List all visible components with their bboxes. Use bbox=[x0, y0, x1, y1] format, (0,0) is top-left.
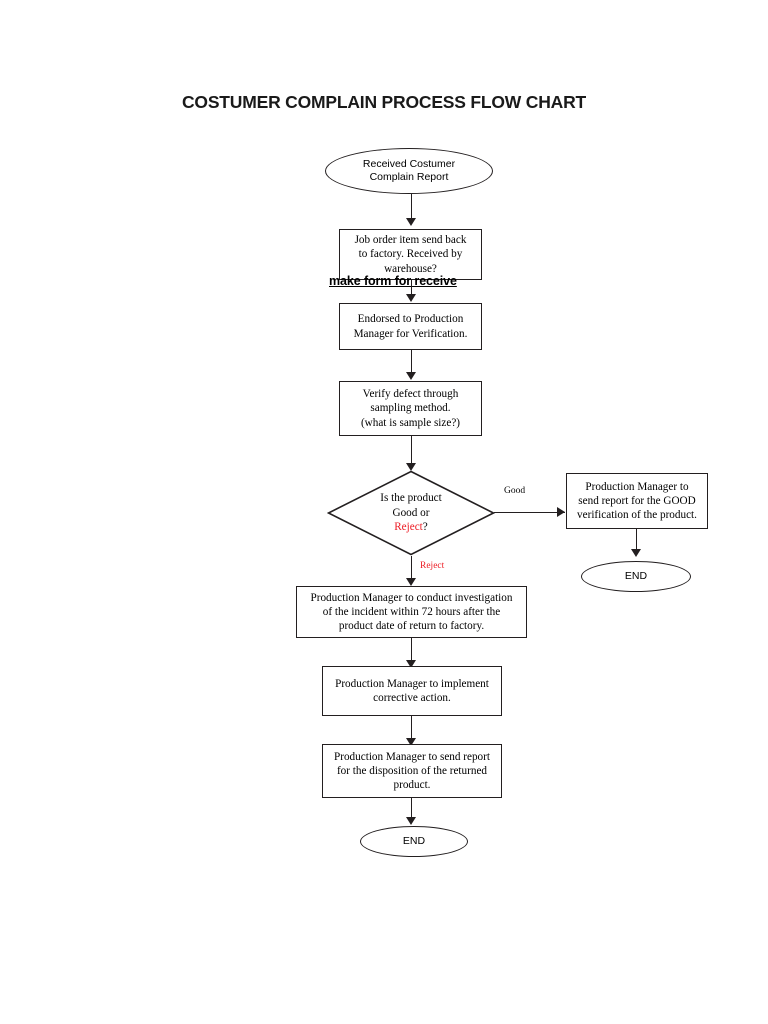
connector-investigation-to-corrective bbox=[411, 638, 413, 666]
arrowhead-investigation-to-corrective bbox=[406, 660, 416, 668]
decision-label-reject: Reject bbox=[394, 521, 423, 534]
arrowhead-verify-to-decision bbox=[406, 463, 416, 471]
node-decision-label-group: Is the product Good or Reject? bbox=[327, 470, 495, 556]
page-title: COSTUMER COMPLAIN PROCESS FLOW CHART bbox=[181, 92, 587, 112]
node-start-received-complain[interactable]: Received Costumer Complain Report bbox=[325, 148, 493, 194]
diamond-shape bbox=[327, 470, 495, 556]
node-end-good[interactable]: END bbox=[581, 561, 691, 592]
node-disposition-label: Production Manager to send report for th… bbox=[334, 750, 490, 792]
node-good-report-label: Production Manager to send report for th… bbox=[577, 480, 697, 522]
connector-start-to-joborder bbox=[411, 194, 413, 220]
node-conduct-investigation[interactable]: Production Manager to conduct investigat… bbox=[296, 586, 527, 638]
decision-label-line2: Good or bbox=[392, 506, 430, 519]
arrowhead-goodreport-to-end bbox=[631, 549, 641, 557]
annotation-make-form-for-receive: make form for receive bbox=[329, 274, 457, 288]
node-start-label: Received Costumer Complain Report bbox=[362, 157, 456, 183]
decision-label-line3: Reject? bbox=[394, 520, 428, 535]
edge-label-reject: Reject bbox=[420, 561, 445, 571]
node-decision-good-or-reject[interactable]: Is the product Good or Reject? bbox=[327, 470, 495, 556]
arrowhead-endorsed-to-verify bbox=[406, 372, 416, 380]
connector-corrective-to-disposition bbox=[411, 716, 413, 744]
node-investigation-label: Production Manager to conduct investigat… bbox=[310, 591, 513, 633]
node-good-verification-report[interactable]: Production Manager to send report for th… bbox=[566, 473, 708, 529]
arrowhead-decision-to-investigation bbox=[406, 578, 416, 586]
arrowhead-start-to-joborder bbox=[406, 218, 416, 226]
node-verify-label: Verify defect through sampling method. (… bbox=[360, 388, 461, 429]
node-endorsed-to-production-manager[interactable]: Endorsed to Production Manager for Verif… bbox=[339, 303, 482, 350]
node-end-reject-label: END bbox=[402, 834, 426, 847]
node-disposition-report[interactable]: Production Manager to send report for th… bbox=[322, 744, 502, 798]
arrowhead-joborder-to-endorsed bbox=[406, 294, 416, 302]
node-implement-corrective-action[interactable]: Production Manager to implement correcti… bbox=[322, 666, 502, 716]
node-job-order-received[interactable]: Job order item send back to factory. Rec… bbox=[339, 229, 482, 280]
arrowhead-disposition-to-end bbox=[406, 817, 416, 825]
node-corrective-label: Production Manager to implement correcti… bbox=[335, 677, 489, 704]
connector-decision-to-investigation bbox=[411, 556, 413, 584]
node-endorsed-label: Endorsed to Production Manager for Verif… bbox=[353, 313, 468, 340]
connector-decision-to-goodreport bbox=[494, 512, 565, 514]
connector-endorsed-to-verify bbox=[411, 350, 413, 376]
connector-disposition-to-end bbox=[411, 798, 413, 820]
node-job-order-label: Job order item send back to factory. Rec… bbox=[354, 234, 467, 275]
edge-label-good: Good bbox=[504, 486, 526, 496]
arrowhead-corrective-to-disposition bbox=[406, 738, 416, 746]
decision-label-line1: Is the product bbox=[380, 492, 442, 505]
node-verify-defect-sampling[interactable]: Verify defect through sampling method. (… bbox=[339, 381, 482, 436]
node-end-good-label: END bbox=[624, 569, 648, 582]
node-end-reject[interactable]: END bbox=[360, 826, 468, 857]
connector-verify-to-decision bbox=[411, 436, 413, 466]
arrowhead-decision-to-goodreport bbox=[557, 507, 565, 517]
decision-label-question-mark: ? bbox=[422, 521, 428, 534]
connector-goodreport-to-end bbox=[636, 529, 638, 552]
connector-joborder-to-endorsed bbox=[411, 280, 413, 297]
